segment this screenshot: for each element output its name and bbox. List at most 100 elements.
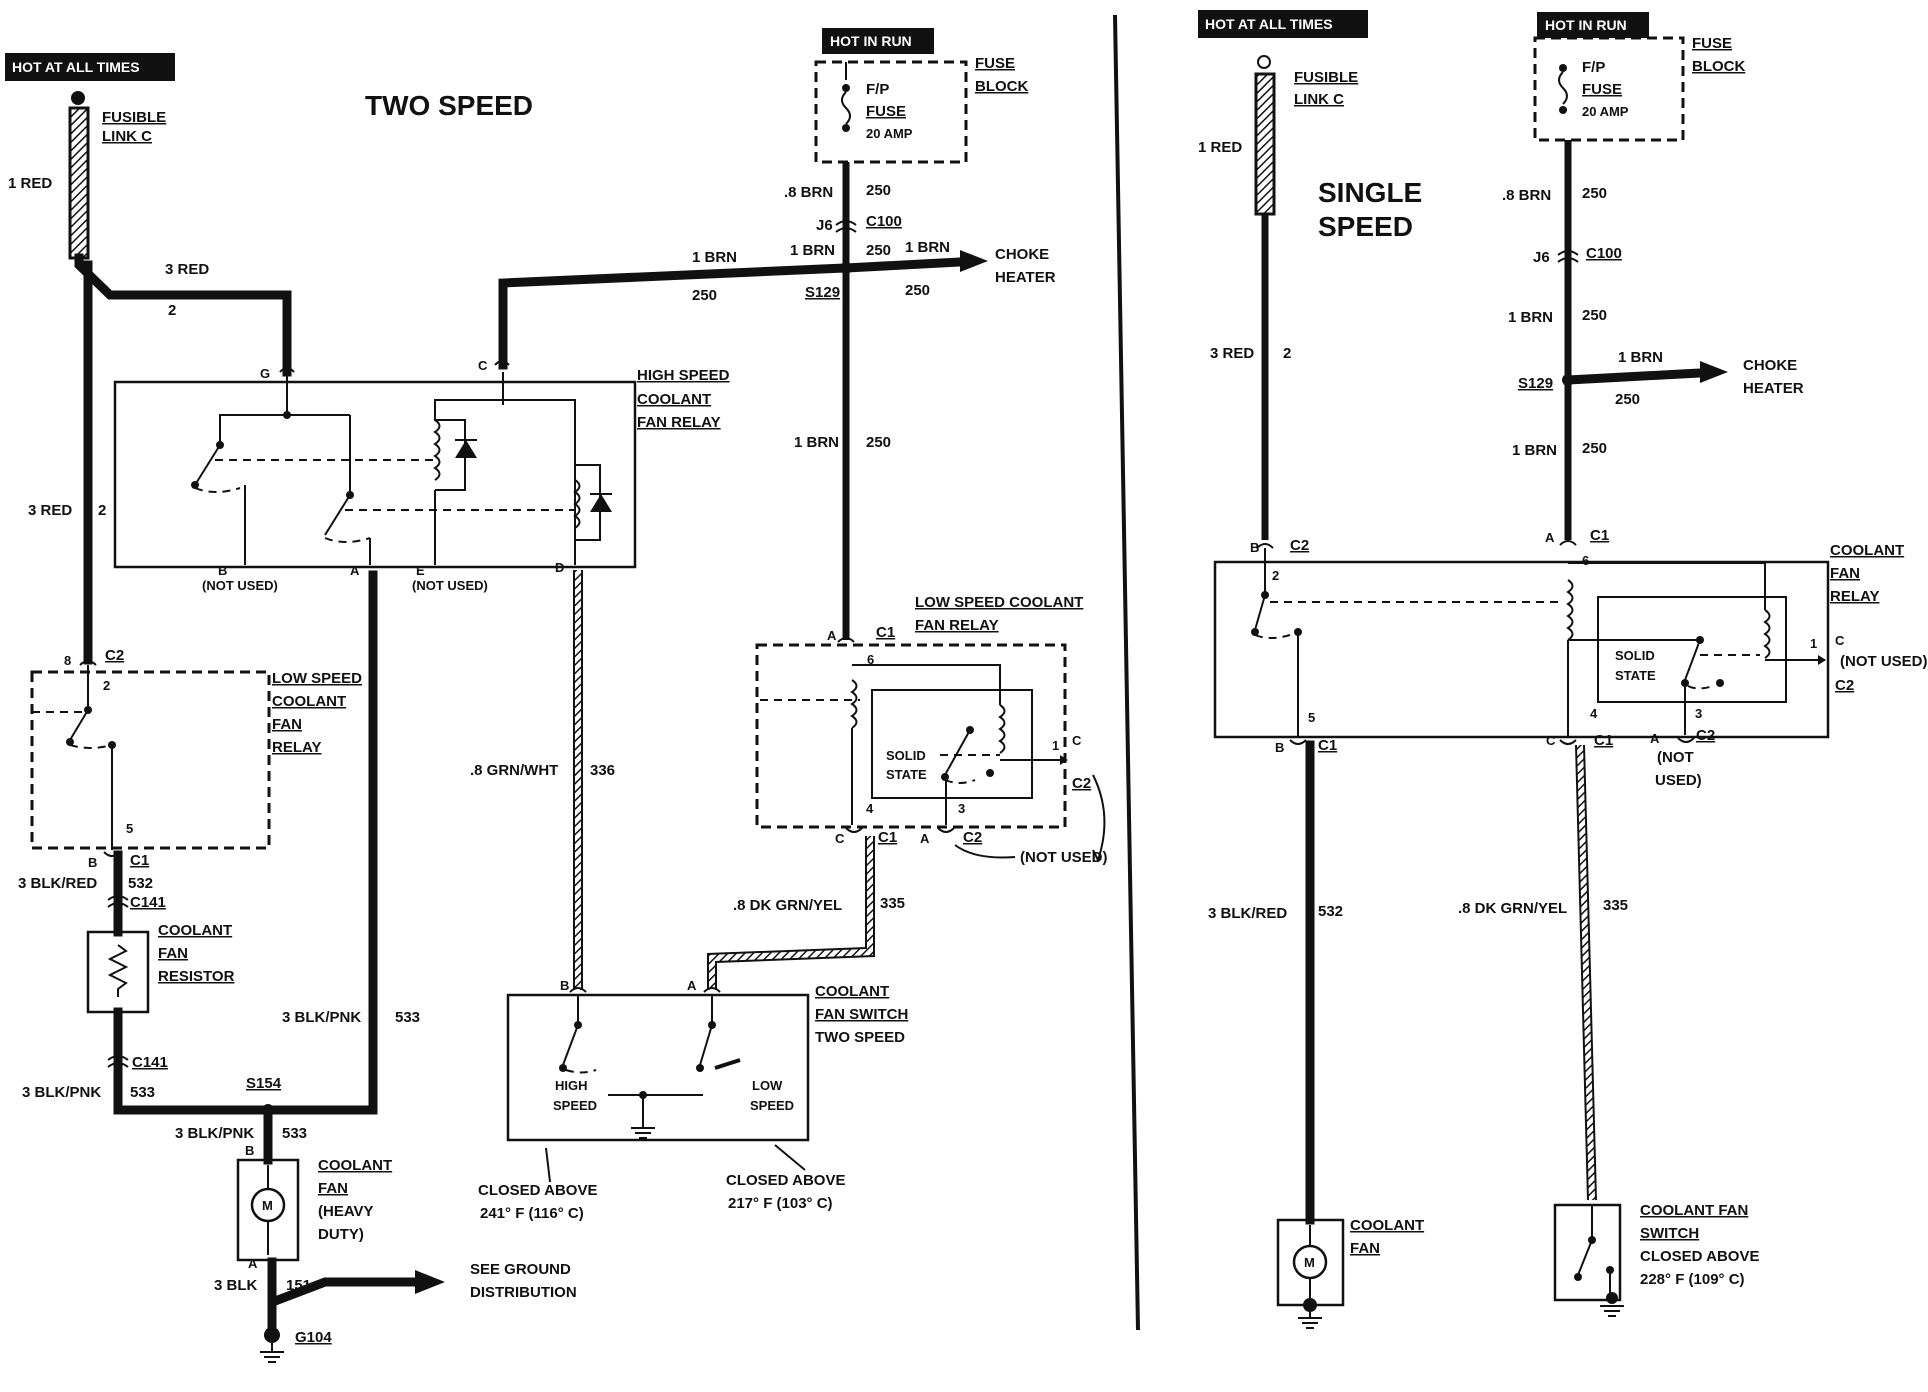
lsc-relay-label-2: FAN RELAY <box>915 617 999 634</box>
ss-pin-4: 4 <box>1590 706 1598 721</box>
dash-link <box>324 537 371 543</box>
choke-label-2: HEATER <box>995 269 1056 286</box>
fp-fuse-label-2: FUSE <box>866 103 906 120</box>
connector-c2 <box>79 660 97 666</box>
ss-switch-ground-icon <box>1600 1305 1624 1317</box>
switch-label-2: FAN SWITCH <box>815 1006 908 1023</box>
ss-connector-c2 <box>1256 543 1274 549</box>
two-speed-section: HOT AT ALL TIMES TWO SPEED FUSIBLE LINK … <box>5 28 1108 1363</box>
switch-low-blade <box>699 995 713 1066</box>
ss-coolant-fan-relay <box>1213 560 1830 739</box>
fuse-block-label-1: FUSE <box>975 55 1015 72</box>
ss-connector-a <box>1677 737 1695 743</box>
hs-pin-b: B <box>218 563 227 578</box>
ss-pin-b-top: B <box>1250 540 1259 555</box>
ss-not-used-c: (NOT USED) <box>1840 653 1928 670</box>
dash-link <box>69 744 113 749</box>
blk3-label: 3 BLK <box>214 1277 258 1294</box>
contact-dot <box>283 411 291 419</box>
fuse-dot <box>842 84 850 92</box>
ss-fusible-label-1: FUSIBLE <box>1294 69 1358 86</box>
ss-fan-ground-icon <box>1298 1312 1322 1329</box>
fan-label-3: (HEAVY <box>318 1203 374 1220</box>
blk-pnk-label-c: 3 BLK/PNK <box>175 1125 254 1142</box>
connector-c100 <box>835 220 857 226</box>
choke-heater-arrow <box>960 250 988 272</box>
ss-wire-335-edge <box>1575 744 1589 1201</box>
low-speed-relay-box <box>30 670 271 850</box>
hs-pin-d: D <box>555 560 564 575</box>
ss-dk-grn-yel-num: 335 <box>1603 897 1628 914</box>
ls-pin-b: B <box>88 855 97 870</box>
lsc-pin-c-bottom: C <box>835 831 845 846</box>
ss-solid-switch <box>1684 639 1701 681</box>
resistor-label-3: RESISTOR <box>158 968 235 985</box>
fuse-dot <box>842 124 850 132</box>
ground-g104-icon <box>260 1343 284 1363</box>
ss-wire-335 <box>1576 744 1596 1201</box>
wire-335 <box>708 836 874 990</box>
red1-label: 1 RED <box>8 175 52 192</box>
j6-label: J6 <box>816 217 833 234</box>
ss-brn1-a-num: 250 <box>1582 307 1607 324</box>
ss-fan-label-2: FAN <box>1350 1240 1380 1257</box>
ss-hot-in-run-tag <box>1537 12 1649 38</box>
ss-hot-in-run-label: HOT IN RUN <box>1545 17 1627 33</box>
choke-label-1: CHOKE <box>995 246 1049 263</box>
contact-dot <box>216 441 224 449</box>
ss-title-2: SPEED <box>1318 211 1413 242</box>
coolant-fan-switch-two-speed <box>506 993 810 1142</box>
contact-dot <box>66 738 74 746</box>
grn-wht-num: 336 <box>590 762 615 779</box>
coil-1 <box>433 419 441 481</box>
fan-pin-a: A <box>248 1256 258 1271</box>
blk-pnk-label-b: 3 BLK/PNK <box>22 1084 101 1101</box>
g104-label: G104 <box>295 1329 332 1346</box>
lsc-switch <box>944 729 971 776</box>
hs-relay-label-1: HIGH SPEED <box>637 367 730 384</box>
ss-red1-label: 1 RED <box>1198 139 1242 156</box>
ss-connector-c1 <box>1559 540 1577 546</box>
contact-dot <box>1696 636 1704 644</box>
connector-c141b <box>107 1055 129 1061</box>
ground-distribution-arrow <box>415 1270 445 1294</box>
ls-pin-8: 8 <box>64 653 71 668</box>
switch-high-blade <box>562 995 579 1066</box>
brn1-right-label: 1 BRN <box>905 239 950 256</box>
ss-fp-fuse-label-2: FUSE <box>1582 81 1622 98</box>
high-label-1: HIGH <box>555 1078 588 1093</box>
not-used-pointer-2 <box>954 844 1016 859</box>
ss-fuse-dot <box>1559 64 1567 72</box>
switch-low-contact <box>714 1058 741 1070</box>
fan-label-2: FAN <box>318 1180 348 1197</box>
lsc-coil-2 <box>998 704 1006 754</box>
ss-red3-label: 3 RED <box>1210 345 1254 362</box>
ls-relay-label-1: LOW SPEED <box>272 670 362 687</box>
contact-dot <box>1261 591 1269 599</box>
closed-hi-pointer <box>545 1147 551 1183</box>
connector-lsc <box>837 637 855 643</box>
ss-pin-b-bottom: B <box>1275 740 1284 755</box>
switch-pin-a: A <box>687 978 697 993</box>
contact-dot <box>84 706 92 714</box>
lsc-coil <box>850 679 858 729</box>
contact-dot <box>559 1064 567 1072</box>
hs-pin-e: E <box>416 563 425 578</box>
fusible-link-c <box>68 106 90 260</box>
brn1-mid-label: 1 BRN <box>794 434 839 451</box>
ss-solid-1: SOLID <box>1615 648 1655 663</box>
ss-pin-a-top: A <box>1545 530 1555 545</box>
high-label-2: SPEED <box>553 1098 597 1113</box>
ss-fuse-block-label-2: BLOCK <box>1692 58 1745 75</box>
ss-pin-2: 2 <box>1272 568 1279 583</box>
coil-frame <box>502 372 601 541</box>
ss-c100-label: C100 <box>1586 245 1622 262</box>
ss-brn08-num: 250 <box>1582 185 1607 202</box>
ss-fan-label-1: COOLANT <box>1350 1217 1424 1234</box>
ss-pin-a-bottom: A <box>1650 731 1660 746</box>
lsc-pin-6: 6 <box>867 652 874 667</box>
hs-e-not-used: (NOT USED) <box>412 578 488 593</box>
lsc-solid-1: SOLID <box>886 748 926 763</box>
ss-switch-label-2: SWITCH <box>1640 1225 1699 1242</box>
